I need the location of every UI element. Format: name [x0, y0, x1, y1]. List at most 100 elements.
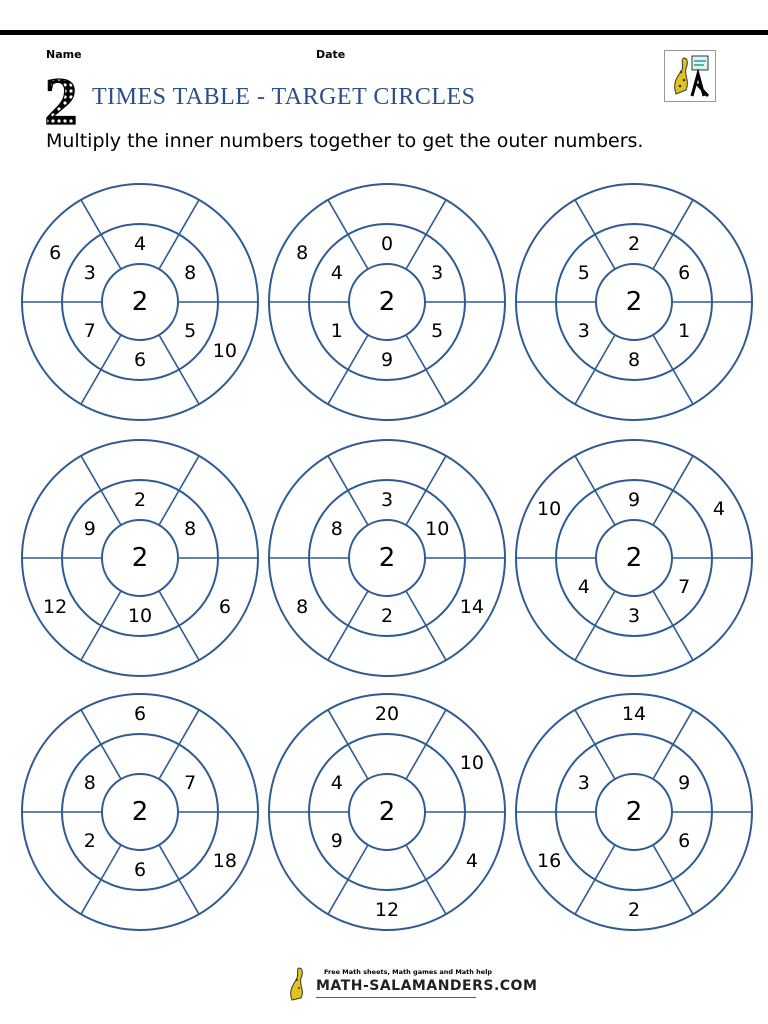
center-number: 2	[379, 543, 396, 573]
center-number: 2	[379, 287, 396, 317]
outer-number: 20	[375, 703, 399, 725]
center-number: 2	[132, 287, 149, 317]
inner-number: 4	[134, 233, 146, 255]
segment-divider	[574, 455, 616, 526]
segment-divider	[327, 199, 369, 270]
outer-number: 16	[537, 850, 561, 872]
segment-divider	[80, 334, 122, 405]
inner-number: 3	[578, 320, 590, 342]
center-number: 2	[132, 543, 149, 573]
segment-divider	[574, 199, 616, 270]
segment-divider	[574, 590, 616, 661]
segment-divider	[158, 590, 200, 661]
inner-number: 8	[184, 518, 196, 540]
segment-divider	[652, 709, 694, 780]
big-number-text: 2	[44, 70, 78, 128]
footer-tagline: Free Math sheets, Math games and Math he…	[324, 968, 493, 976]
footer-underline	[316, 997, 476, 998]
top-rule	[0, 30, 768, 35]
center-number: 2	[132, 797, 149, 827]
outer-number: 14	[622, 703, 646, 725]
segment-divider	[327, 709, 369, 780]
segment-divider	[327, 844, 369, 915]
inner-number: 6	[678, 830, 690, 852]
inner-number: 1	[678, 320, 690, 342]
segment-divider	[405, 334, 447, 405]
inner-number: 5	[184, 320, 196, 342]
inner-number: 9	[331, 830, 343, 852]
inner-number: 7	[184, 772, 196, 794]
outer-number: 2	[628, 899, 640, 921]
inner-number: 7	[678, 576, 690, 598]
name-label: Name	[46, 48, 82, 61]
outer-number: 10	[213, 340, 237, 362]
segment-divider	[405, 590, 447, 661]
segment-divider	[405, 199, 447, 270]
inner-number: 10	[128, 605, 152, 627]
outer-number: 10	[460, 752, 484, 774]
segment-divider	[158, 709, 200, 780]
outer-number: 4	[713, 498, 725, 520]
segment-divider	[405, 709, 447, 780]
page-title: TIMES TABLE - TARGET CIRCLES	[92, 84, 476, 110]
inner-number: 0	[381, 233, 393, 255]
center-number: 2	[626, 287, 643, 317]
segment-divider	[405, 844, 447, 915]
inner-number: 4	[578, 576, 590, 598]
center-number: 2	[379, 797, 396, 827]
salamander-logo-icon	[664, 50, 716, 102]
segment-divider	[652, 199, 694, 270]
segment-divider	[327, 334, 369, 405]
inner-number: 8	[331, 518, 343, 540]
footer-salamander-icon	[290, 967, 303, 1001]
inner-number: 8	[84, 772, 96, 794]
inner-number: 8	[628, 349, 640, 371]
date-label: Date	[316, 48, 346, 61]
segment-divider	[652, 455, 694, 526]
segment-divider	[652, 590, 694, 661]
outer-number: 6	[219, 596, 231, 618]
outer-number: 6	[49, 242, 61, 264]
target-circle: 2 2 6 1 8 3 5	[515, 183, 753, 421]
segment-divider	[158, 455, 200, 526]
outer-number: 18	[213, 850, 237, 872]
inner-number: 2	[134, 489, 146, 511]
inner-number: 2	[381, 605, 393, 627]
segment-divider	[158, 199, 200, 270]
segment-divider	[80, 709, 122, 780]
outer-number: 8	[296, 596, 308, 618]
inner-number: 7	[84, 320, 96, 342]
segment-divider	[652, 844, 694, 915]
outer-number: 10	[537, 498, 561, 520]
inner-number: 3	[628, 605, 640, 627]
outer-number: 12	[43, 596, 67, 618]
inner-number: 3	[381, 489, 393, 511]
footer-brand: Free Math sheets, Math games and Math he…	[286, 966, 537, 1006]
segment-divider	[574, 844, 616, 915]
outer-number: 12	[375, 899, 399, 921]
footer-site-name: MATH-SALAMANDERS.COM	[316, 978, 538, 994]
inner-number: 4	[331, 262, 343, 284]
inner-number: 6	[678, 262, 690, 284]
inner-number: 6	[134, 349, 146, 371]
center-number: 2	[626, 797, 643, 827]
inner-number: 10	[425, 518, 449, 540]
inner-number: 2	[628, 233, 640, 255]
segment-divider	[158, 334, 200, 405]
inner-number: 5	[578, 262, 590, 284]
segment-divider	[80, 590, 122, 661]
segment-divider	[652, 334, 694, 405]
inner-number: 5	[431, 320, 443, 342]
inner-number: 9	[628, 489, 640, 511]
inner-number: 6	[134, 859, 146, 881]
segment-divider	[327, 590, 369, 661]
segment-divider	[574, 334, 616, 405]
